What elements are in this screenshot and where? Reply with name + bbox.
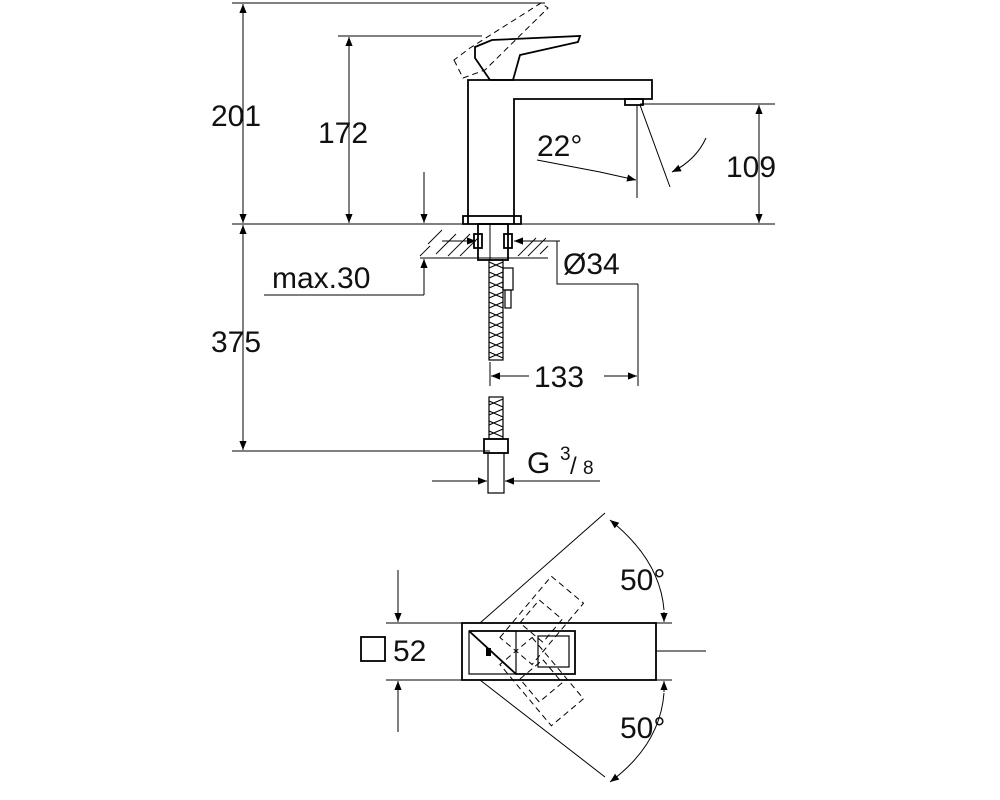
faucet-body: [467, 79, 653, 224]
label-diameter: Ø34: [563, 248, 620, 281]
hose-braid: [488, 261, 504, 359]
lever-rotated-right: [499, 636, 585, 727]
base-plate: [462, 215, 522, 225]
label-thread-slash: /: [570, 453, 577, 480]
dim-max30: [264, 172, 428, 296]
top-view: 50° 50° 52: [360, 512, 706, 783]
label-133: 133: [534, 361, 584, 394]
arc-50-top: [609, 519, 665, 611]
dim-diameter: [442, 237, 638, 285]
countertop-section: [419, 229, 549, 259]
label-172: 172: [318, 117, 368, 150]
hose-end: [488, 396, 504, 440]
lever-handle-open-position: [453, 2, 549, 79]
label-52: 52: [393, 635, 426, 668]
dim-spout-angle: [536, 104, 707, 198]
outlet-marker: [486, 648, 491, 656]
thread-connector: [487, 452, 505, 494]
lever-end: [537, 635, 570, 668]
label-109: 109: [726, 151, 776, 184]
label-thread-denominator: 8: [583, 458, 594, 479]
rotation-axis-up: [479, 512, 606, 624]
lever-rotated-left: [499, 575, 585, 666]
label-201: 201: [211, 100, 261, 133]
label-22deg: 22°: [537, 130, 582, 163]
aerator: [624, 98, 644, 106]
label-max30: max.30: [272, 262, 370, 295]
square-symbol-icon: [360, 636, 386, 662]
side-connector: [502, 267, 514, 291]
arc-50-bottom: [609, 692, 665, 783]
rotation-axis-down: [479, 679, 606, 778]
water-hose: [488, 259, 504, 361]
side-view: 201 172 109 22° Ø34 max.30 375 133 G 3 /…: [211, 2, 776, 494]
lever-handle: [474, 35, 582, 81]
label-50-top: 50°: [620, 564, 665, 597]
lever-top: [468, 630, 576, 675]
label-375: 375: [211, 326, 261, 359]
label-thread-numerator: 3: [560, 444, 571, 465]
label-50-bottom: 50°: [620, 712, 665, 745]
dim-133: [489, 284, 639, 386]
label-thread: G: [527, 447, 550, 480]
